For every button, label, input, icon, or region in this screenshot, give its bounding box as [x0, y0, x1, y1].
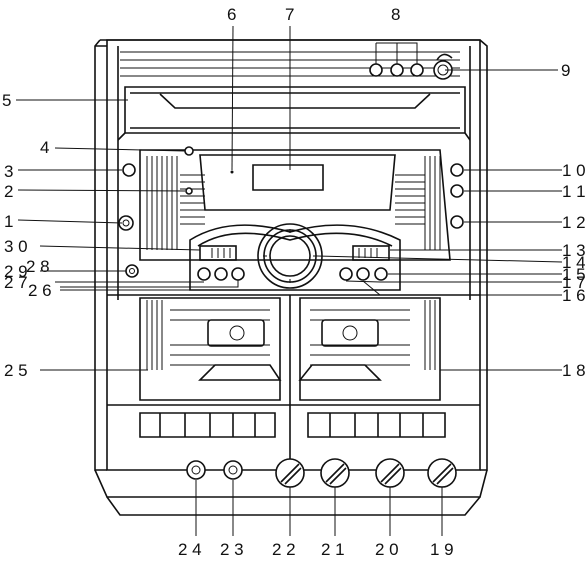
callout-28: 2 8 [26, 257, 50, 276]
upper-grilles [146, 156, 441, 250]
callout-27: 2 7 [4, 273, 28, 292]
callout-2: 2 [4, 182, 13, 201]
display-panel [139, 149, 451, 261]
callout-29: 2 9 [4, 262, 28, 281]
callout-20: 2 0 [375, 540, 399, 559]
callout-labels: 1 2 3 4 5 6 7 8 9 1 0 1 1 1 2 1 3 1 4 1 … [2, 5, 585, 559]
callout-1: 1 [4, 212, 13, 231]
cd-tray-band [117, 86, 471, 141]
callout-3: 3 [4, 162, 13, 181]
callout-10: 1 0 [562, 161, 585, 180]
callout-17: 1 7 [562, 273, 585, 292]
callout-5: 5 [2, 91, 11, 110]
callout-7: 7 [285, 5, 294, 24]
callout-26: 2 6 [28, 281, 52, 300]
callout-6: 6 [227, 5, 236, 24]
side-buttons [118, 146, 464, 278]
callout-18: 1 8 [562, 361, 585, 380]
callout-11: 1 1 [562, 182, 585, 201]
callout-21: 2 1 [321, 540, 345, 559]
top-buttons [369, 53, 453, 80]
callout-23: 2 3 [220, 540, 244, 559]
callout-4: 4 [40, 138, 49, 157]
callout-14: 1 4 [562, 253, 585, 272]
callout-9: 9 [561, 61, 570, 80]
callout-15: 1 5 [562, 265, 585, 284]
callout-24: 2 4 [178, 540, 202, 559]
control-area [189, 223, 401, 291]
leader-lines [16, 25, 563, 536]
callout-12: 1 2 [562, 213, 585, 232]
callout-16: 1 6 [562, 286, 585, 305]
bottom-knobs [94, 458, 488, 516]
cassette-region [107, 294, 480, 470]
callout-25: 2 5 [4, 361, 28, 380]
callout-8: 8 [391, 5, 400, 24]
callout-13: 1 3 [562, 241, 585, 260]
button-strip [139, 412, 446, 438]
callout-22: 2 2 [272, 540, 296, 559]
cabinet-outline [94, 39, 488, 471]
callout-30: 3 0 [4, 237, 28, 256]
callout-19: 1 9 [430, 540, 454, 559]
